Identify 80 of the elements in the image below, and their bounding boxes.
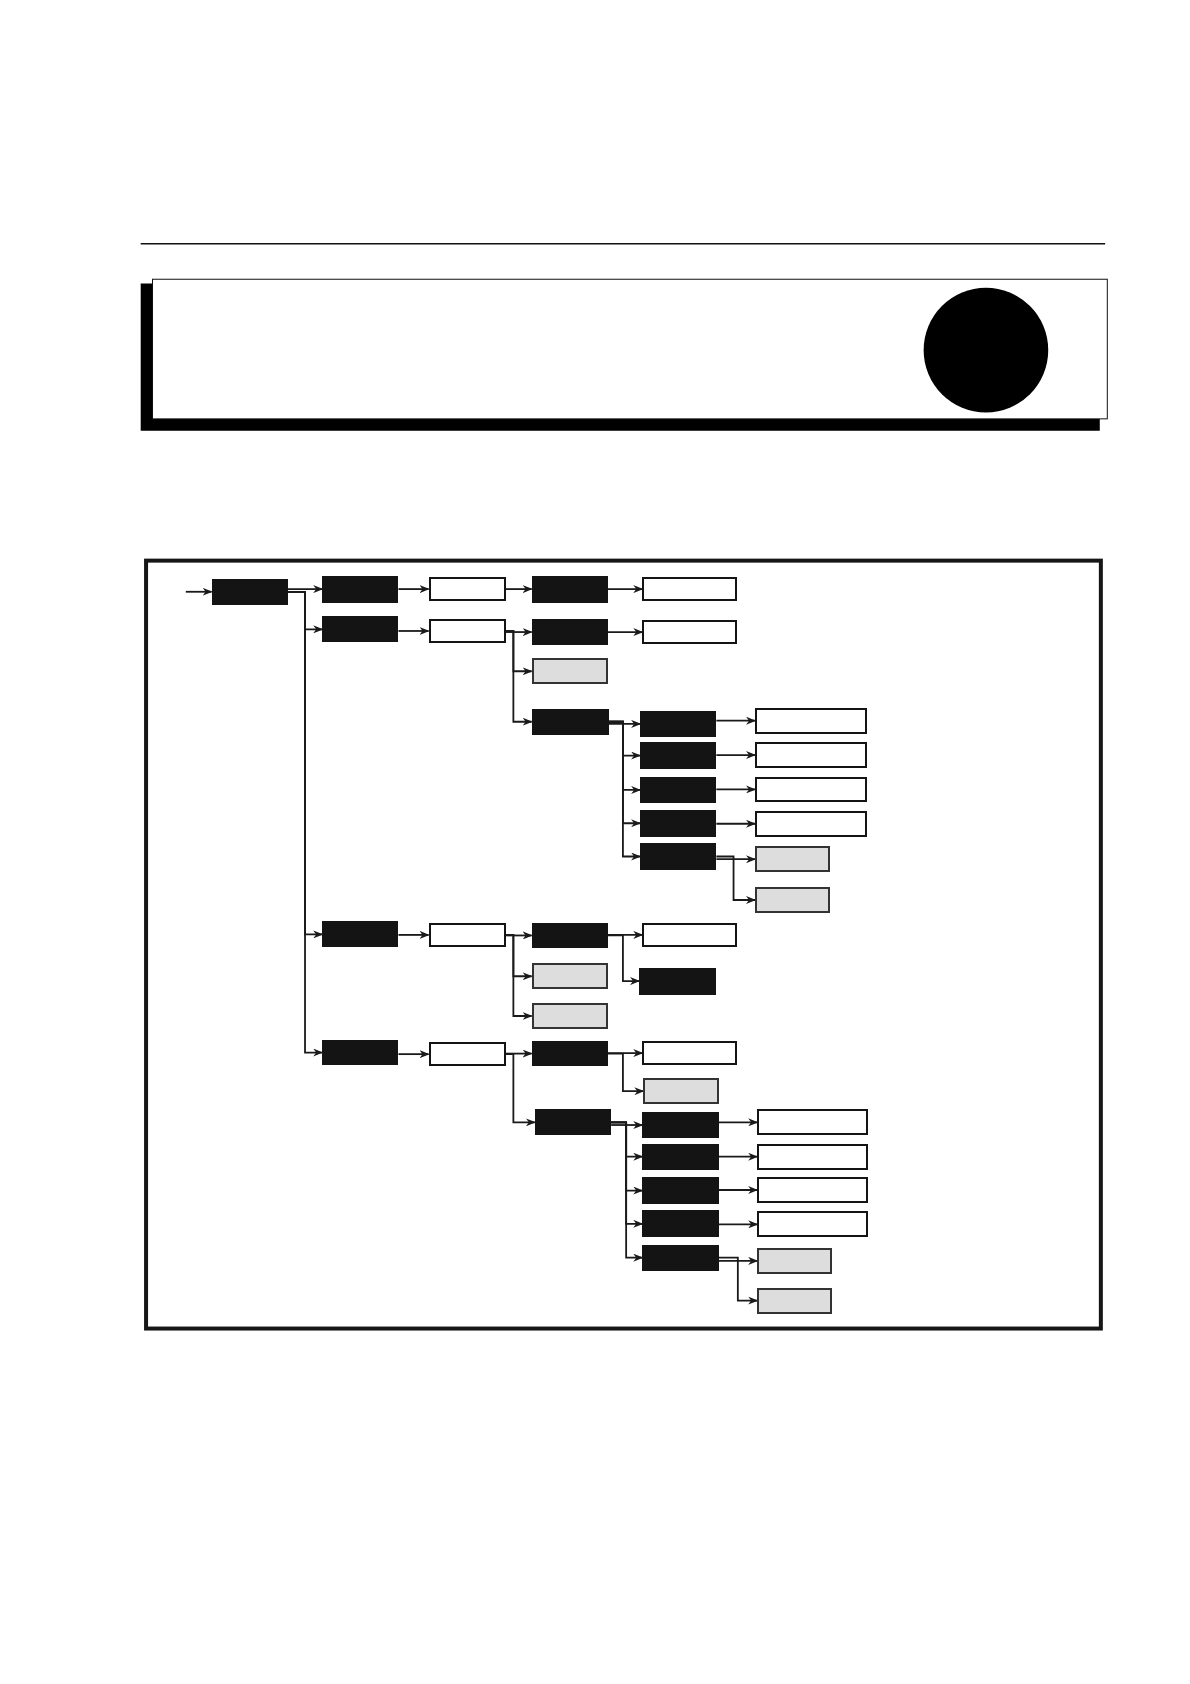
empty-box — [428, 618, 506, 644]
shaded-box — [757, 1248, 833, 1274]
empty-box — [642, 1040, 737, 1066]
filled-box — [642, 1177, 719, 1204]
shaded-box — [531, 658, 608, 685]
arrow — [608, 719, 642, 728]
filled-box — [322, 1039, 399, 1066]
shaded-box — [755, 846, 831, 873]
empty-box — [428, 922, 506, 948]
arrow — [184, 587, 213, 596]
arrow — [607, 628, 644, 637]
arrow — [608, 720, 642, 861]
arrow — [715, 751, 757, 760]
empty-box — [755, 776, 867, 803]
arrow — [397, 585, 430, 594]
arrow — [607, 934, 641, 986]
arrow — [504, 630, 533, 726]
arrow — [397, 627, 430, 635]
empty-box — [757, 1177, 868, 1203]
empty-box — [642, 576, 737, 602]
arrow — [610, 1121, 644, 1262]
filled-box — [642, 1210, 719, 1238]
filled-box — [531, 618, 608, 646]
filled-box — [534, 1109, 612, 1136]
shaded-box — [531, 963, 608, 990]
empty-box — [428, 576, 506, 602]
arrow — [504, 1053, 536, 1127]
arrow — [607, 585, 644, 594]
arrow — [286, 585, 324, 594]
filled-box — [322, 616, 399, 643]
arrow — [717, 1220, 759, 1229]
filled-box — [639, 967, 717, 995]
empty-box — [642, 922, 737, 948]
empty-box — [642, 619, 737, 645]
arrow — [715, 855, 757, 904]
filled-box — [642, 1244, 719, 1271]
empty-box — [428, 1041, 506, 1067]
arrow — [397, 930, 430, 939]
arrow — [717, 1186, 759, 1194]
arrow — [717, 1118, 759, 1127]
arrow — [717, 1152, 759, 1161]
arrow — [607, 1052, 645, 1096]
filled-box — [640, 711, 717, 737]
filled-box — [640, 776, 717, 804]
arrow — [715, 716, 757, 725]
arrow — [504, 628, 533, 637]
shaded-box — [757, 1287, 833, 1314]
filled-box — [322, 575, 399, 603]
arrow — [607, 930, 644, 939]
filled-box — [642, 1111, 719, 1139]
arrow — [717, 1256, 759, 1305]
arrow — [504, 934, 533, 1020]
arrow — [607, 1049, 644, 1058]
filled-box — [531, 575, 608, 603]
arrow — [286, 590, 324, 1057]
empty-box — [757, 1143, 868, 1170]
empty-box — [755, 707, 867, 734]
filled-box — [322, 921, 399, 948]
empty-box — [757, 1211, 868, 1238]
arrow — [715, 785, 757, 794]
filled-box — [640, 742, 717, 769]
shaded-box — [643, 1078, 719, 1105]
arrow — [715, 855, 757, 864]
empty-box — [755, 810, 867, 837]
empty-box — [757, 1109, 868, 1136]
arrow — [717, 1256, 759, 1265]
arrow — [397, 1050, 430, 1059]
empty-box — [755, 742, 867, 768]
arrow — [610, 1121, 644, 1129]
filled-box — [211, 578, 288, 605]
arrow — [715, 819, 757, 828]
filled-box — [531, 1040, 608, 1067]
filled-box — [640, 809, 717, 837]
shaded-box — [531, 1003, 608, 1029]
filled-box — [640, 843, 717, 870]
filled-box — [531, 708, 609, 735]
filled-box — [531, 922, 608, 949]
arrow — [504, 585, 533, 594]
shaded-box — [755, 887, 831, 913]
filled-box — [642, 1143, 719, 1170]
